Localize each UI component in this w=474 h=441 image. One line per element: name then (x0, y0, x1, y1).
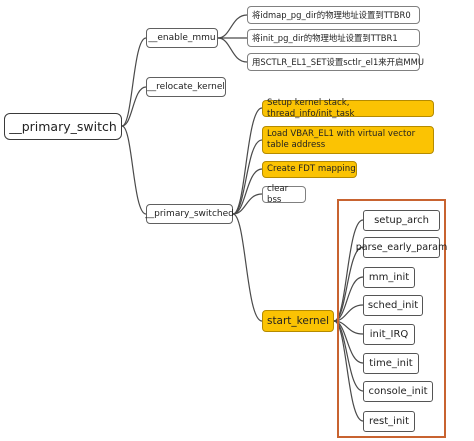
ttbr1-step-label: 将init_pg_dir的物理地址设置到TTBR1 (252, 33, 398, 43)
link-ps-load-vbar (232, 139, 263, 215)
setup-arch-node[interactable]: setup_arch (363, 210, 440, 231)
sched-init-label: sched_init (367, 300, 419, 311)
ttbr0-step-label: 将idmap_pg_dir的物理地址设置到TTBR0 (252, 10, 411, 20)
time-init-node[interactable]: time_init (363, 353, 419, 374)
primary-switch-node[interactable]: __primary_switch (4, 113, 122, 140)
start-kernel-node[interactable]: start_kernel (262, 310, 334, 332)
enable-mmu-child-sctlr[interactable]: 用SCTLR_EL1_SET设置sctlr_el1来开启MMU (247, 53, 424, 71)
init-irq-node[interactable]: init_IRQ (363, 324, 415, 345)
init-irq-label: init_IRQ (369, 329, 409, 340)
relocate-kernel-node[interactable]: __relocate_kernel (146, 77, 226, 97)
setup-kernel-stack-label: Setup kernel stack, thread_info/init_tas… (267, 97, 355, 119)
rest-init-label: rest_init (369, 416, 409, 427)
time-init-label: time_init (369, 358, 413, 369)
link-ps-setup-stack (232, 107, 263, 215)
link-root-relocate-kernel (121, 86, 147, 127)
rest-init-node[interactable]: rest_init (363, 411, 415, 432)
link-mmu-sctlr (217, 37, 248, 63)
link-ps-bss (232, 193, 263, 215)
start-kernel-label: start_kernel (266, 315, 330, 327)
load-vbar-label: Load VBAR_EL1 with virtual vector table … (267, 129, 416, 150)
parse-early-param-label: parse_early_param (355, 242, 448, 253)
load-vbar-node[interactable]: Load VBAR_EL1 with virtual vector table … (262, 126, 434, 154)
enable-mmu-child-ttbr0[interactable]: 将idmap_pg_dir的物理地址设置到TTBR0 (247, 6, 420, 24)
console-init-node[interactable]: console_init (363, 381, 433, 402)
create-fdt-mapping-label: Create FDT mapping (267, 164, 356, 174)
enable-mmu-child-ttbr1[interactable]: 将init_pg_dir的物理地址设置到TTBR1 (247, 29, 420, 47)
setup-kernel-stack-node[interactable]: Setup kernel stack, thread_info/init_tas… (262, 97, 434, 119)
enable-mmu-node[interactable]: __enable_mmu (146, 28, 218, 48)
clear-bss-node[interactable]: clear bss (262, 183, 306, 205)
sched-init-node[interactable]: sched_init (363, 295, 423, 316)
relocate-kernel-label: __relocate_kernel (147, 82, 225, 92)
create-fdt-mapping-node[interactable]: Create FDT mapping (262, 161, 357, 178)
link-mmu-ttbr0 (217, 14, 248, 39)
mm-init-node[interactable]: mm_init (363, 267, 415, 288)
link-root-primary-switched (121, 125, 147, 215)
enable-mmu-label: __enable_mmu (148, 33, 216, 43)
sctlr-step-label: 用SCTLR_EL1_SET设置sctlr_el1来开启MMU (252, 57, 424, 67)
primary-switch-label: __primary_switch (9, 119, 117, 134)
console-init-label: console_init (368, 386, 428, 397)
start-kernel-calls-frame (337, 199, 446, 438)
link-ps-start-kernel (232, 213, 263, 322)
link-ps-fdt (232, 168, 263, 215)
primary-switched-label: __primary_switched (145, 209, 234, 219)
link-root-enable-mmu (121, 37, 147, 127)
primary-switched-node[interactable]: __primary_switched (145, 204, 234, 224)
setup-arch-label: setup_arch (374, 215, 429, 226)
link-sk-call-3 (333, 304, 364, 322)
mm-init-label: mm_init (368, 272, 410, 283)
clear-bss-label: clear bss (267, 183, 289, 205)
parse-early-param-node[interactable]: parse_early_param (356, 237, 447, 258)
